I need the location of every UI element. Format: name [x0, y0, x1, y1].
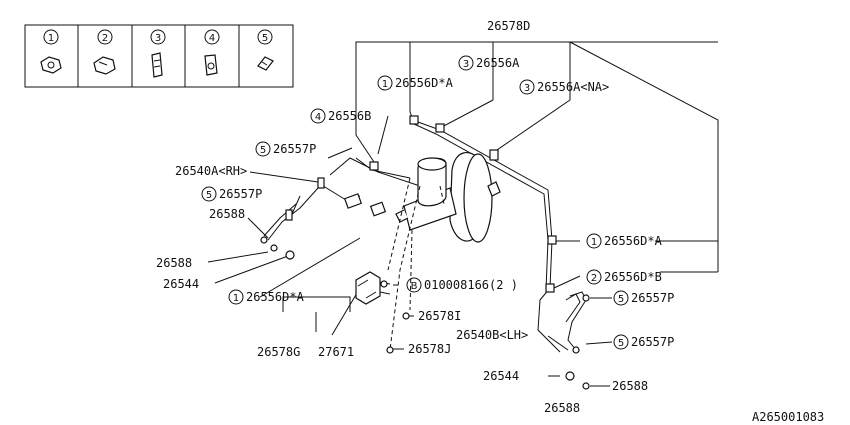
leader-lines: [207, 41, 719, 387]
callout-b-bolt: B: [406, 277, 422, 293]
svg-text:5: 5: [260, 145, 266, 156]
svg-text:2: 2: [591, 273, 597, 284]
svg-text:4: 4: [209, 33, 215, 44]
proportioning-valve: [355, 271, 391, 305]
callout-5-b: 5: [201, 186, 217, 202]
callout-3-na: 3: [519, 79, 535, 95]
label-26556A-na: 26556A<NA>: [537, 80, 609, 94]
label-26557P-2: 26557P: [219, 187, 262, 201]
svg-text:1: 1: [48, 33, 54, 44]
label-26588-3: 26588: [612, 379, 648, 393]
label-26556A: 26556A: [476, 56, 520, 70]
brake-booster: [449, 152, 501, 243]
callout-5-a: 5: [255, 141, 271, 157]
label-26578J: 26578J: [408, 342, 451, 356]
clip-key-table: 1 2 3 4: [24, 24, 294, 88]
callout-5-d: 5: [613, 334, 629, 350]
svg-text:4: 4: [315, 112, 321, 123]
label-26540B-lh: 26540B<LH>: [456, 328, 528, 342]
clip-type-4-icon: [204, 54, 218, 76]
svg-text:3: 3: [463, 59, 469, 70]
svg-text:2: 2: [102, 33, 108, 44]
label-26588-1: 26588: [209, 207, 245, 221]
label-27671: 27671: [318, 345, 354, 359]
dashed-guides: [387, 177, 445, 351]
label-26588-2: 26588: [156, 256, 192, 270]
label-26557P-3: 26557P: [631, 291, 674, 305]
key-item-3: 3: [150, 29, 166, 78]
svg-text:3: 3: [524, 83, 530, 94]
callout-5-c: 5: [613, 290, 629, 306]
callout-markers: 3 1 3 4 5 5 1 B 1 2 5 5: [201, 55, 629, 350]
fittings: [260, 115, 590, 390]
callout-3-top: 3: [458, 55, 474, 71]
label-26557P-1: 26557P: [273, 142, 316, 156]
label-26556DA-top: 26556D*A: [395, 76, 454, 90]
key-item-1: 1: [40, 29, 62, 74]
callout-1-right: 1: [586, 233, 602, 249]
key-item-4: 4: [204, 29, 220, 76]
label-26556B: 26556B: [328, 109, 371, 123]
clip-type-1-icon: [40, 56, 62, 74]
key-item-2: 2: [93, 29, 116, 75]
clip-type-3-icon: [151, 52, 163, 78]
svg-text:1: 1: [233, 293, 239, 304]
label-26556DA-left: 26556D*A: [246, 290, 305, 304]
label-26544-1: 26544: [163, 277, 199, 291]
svg-text:3: 3: [155, 33, 161, 44]
svg-text:1: 1: [591, 237, 597, 248]
label-26556DB: 26556D*B: [604, 270, 662, 284]
svg-text:5: 5: [618, 294, 624, 305]
label-bolt-010008166: 010008166(2 ): [424, 278, 518, 292]
label-26540A-rh: 26540A<RH>: [175, 164, 247, 178]
label-26578I: 26578I: [418, 309, 461, 323]
svg-text:1: 1: [382, 79, 388, 90]
svg-text:5: 5: [618, 338, 624, 349]
label-26588-4: 26588: [544, 401, 580, 415]
label-26578D: 26578D: [487, 19, 530, 33]
label-26557P-4: 26557P: [631, 335, 674, 349]
svg-text:B: B: [411, 281, 418, 292]
diagram-code: A265001083: [752, 410, 824, 424]
key-item-5: 5: [257, 29, 274, 71]
callout-1-left: 1: [228, 289, 244, 305]
label-26544-2: 26544: [483, 369, 519, 383]
label-26578G: 26578G: [257, 345, 300, 359]
label-26556DA-right: 26556D*A: [604, 234, 663, 248]
callout-1-top: 1: [377, 75, 393, 91]
part-labels: 26578D 26556A 26556D*A 26556A<NA> 26556B…: [156, 19, 824, 424]
clip-type-2-icon: [93, 56, 116, 75]
master-cylinder: [395, 157, 457, 231]
callout-2-right: 2: [586, 269, 602, 285]
svg-text:5: 5: [206, 190, 212, 201]
callout-4: 4: [310, 108, 326, 124]
clip-type-5-icon: [257, 56, 274, 71]
svg-text:5: 5: [262, 33, 268, 44]
